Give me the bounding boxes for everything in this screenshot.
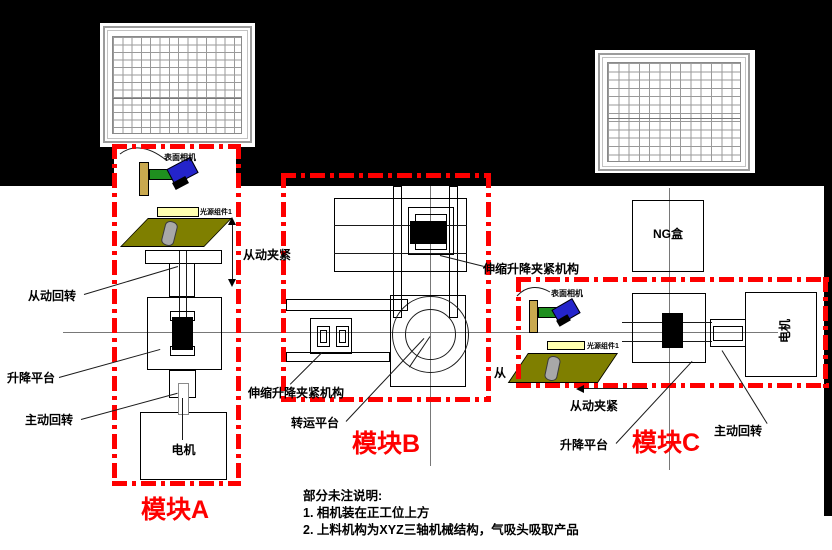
module-c-lift-square	[632, 293, 706, 363]
label-telescopic-left: 伸缩升降夹紧机构	[248, 386, 345, 400]
module-b-arm-upper	[286, 299, 408, 311]
module-a-clamp-arrow-up	[228, 217, 236, 225]
module-b-clamp-outer	[408, 207, 454, 255]
label-lift-platform-a: 升降平台	[7, 371, 56, 385]
module-c-box-right	[823, 277, 828, 388]
label-motor-a: 电机	[171, 443, 196, 457]
notes-block: 部分未注说明: 1. 相机装在正工位上方 2. 上料机构为XYZ三轴机械结构，气…	[303, 488, 633, 539]
label-active-rotation-c: 主动回转	[714, 424, 763, 438]
leader-driven-rotation	[83, 266, 179, 295]
notes-line-1: 1. 相机装在正工位上方	[303, 506, 430, 520]
module-b-gripper-finger-1	[317, 326, 330, 347]
module-a-box-bottom	[112, 481, 241, 486]
label-telescopic-right: 伸缩升降夹紧机构	[483, 262, 580, 276]
module-c-coupling-inner	[713, 326, 743, 341]
module-b-box-bottom	[281, 397, 491, 402]
label-motor-c: 电机	[778, 319, 792, 344]
tray-a-heavy-line	[113, 98, 241, 99]
tray-c-inner-frame	[602, 57, 746, 167]
tray-a-grid	[112, 36, 242, 134]
module-a-clamp-arrow-down	[228, 279, 236, 287]
module-b-upper-frame	[334, 198, 467, 272]
label-lift-platform-c: 升降平台	[560, 438, 609, 452]
camera-a-post	[139, 162, 149, 196]
notes-line-2: 2. 上料机构为XYZ三轴机械结构，气吸头吸取产品	[303, 523, 579, 537]
module-b-box-top	[281, 173, 491, 178]
module-a-lift-square	[147, 297, 222, 370]
module-c-motor-box	[745, 292, 817, 377]
module-a-motor-box	[140, 412, 227, 480]
label-driven-clamp-a: 从动夹紧	[243, 248, 292, 262]
camera-c-label: 表面相机	[551, 289, 583, 298]
tray-a-inner-frame	[107, 30, 248, 139]
notes-heading: 部分未注说明:	[303, 489, 383, 503]
light-bar-a	[157, 207, 199, 217]
module-a-motor-shaft-line	[182, 398, 183, 440]
light-bar-c-label: 光源组件1	[587, 343, 619, 350]
module-b-clamp-block	[410, 221, 446, 244]
module-b-rotary-circle-inner	[405, 309, 456, 360]
module-c-title: 模块C	[632, 429, 701, 457]
module-a-clamp-block	[172, 317, 193, 350]
tray-c-heavy-line	[608, 118, 740, 119]
module-c-box-left	[516, 277, 521, 388]
module-a-title: 模块A	[141, 496, 210, 524]
label-active-rotation-a: 主动回转	[25, 413, 74, 427]
camera-a-label: 表面相机	[164, 153, 196, 162]
module-c-clamp-arrow-line	[584, 388, 648, 389]
module-a-spindle	[178, 383, 189, 415]
module-c-coupling-outer	[710, 319, 746, 347]
label-transfer-platform: 转运平台	[291, 416, 340, 430]
module-a-shaft-line-right	[186, 251, 187, 317]
module-a-clamp-arrow-line	[232, 224, 233, 280]
module-a-box-left	[112, 144, 117, 486]
module-b-box-left	[281, 173, 286, 402]
module-b-cross-line-2	[334, 253, 467, 254]
module-b-title: 模块B	[352, 430, 421, 458]
module-c-box-bottom	[516, 383, 829, 388]
module-b-cross-line-1	[334, 225, 467, 226]
label-driven-clamp-c: 从动夹紧	[570, 399, 619, 413]
right-black-strip	[824, 0, 832, 516]
camera-c-post	[529, 300, 538, 333]
module-c-box-top	[516, 277, 829, 282]
tray-c-grid	[607, 62, 741, 162]
module-b-gripper-finger-2	[336, 326, 349, 347]
module-a-column	[169, 263, 195, 297]
leader-lift-platform-a	[58, 348, 161, 378]
module-c-clamp-block	[662, 313, 683, 348]
module-b-rotary-circle-outer	[392, 296, 469, 373]
module-b-gripper-box	[310, 318, 352, 354]
module-c-ng-box	[632, 200, 704, 272]
module-a-shaft-line-left	[179, 251, 180, 317]
module-c-clamp-arrow-left	[576, 385, 584, 393]
label-partial-cong: 从	[494, 366, 507, 380]
label-driven-rotation: 从动回转	[28, 289, 77, 303]
module-b-box-right	[486, 173, 491, 402]
module-a-top-plate	[145, 250, 222, 264]
module-a-box-top	[112, 144, 241, 149]
module-b-gripper-finger-1-inner	[320, 330, 327, 343]
module-a-box-right	[236, 144, 241, 486]
light-bar-a-label: 光源组件1	[200, 209, 232, 216]
label-ng-box: NG盒	[652, 227, 683, 241]
module-b-gripper-finger-2-inner	[339, 330, 346, 343]
plate-c	[507, 353, 618, 383]
light-bar-c	[547, 341, 585, 350]
module-b-arm-lower	[286, 352, 390, 362]
